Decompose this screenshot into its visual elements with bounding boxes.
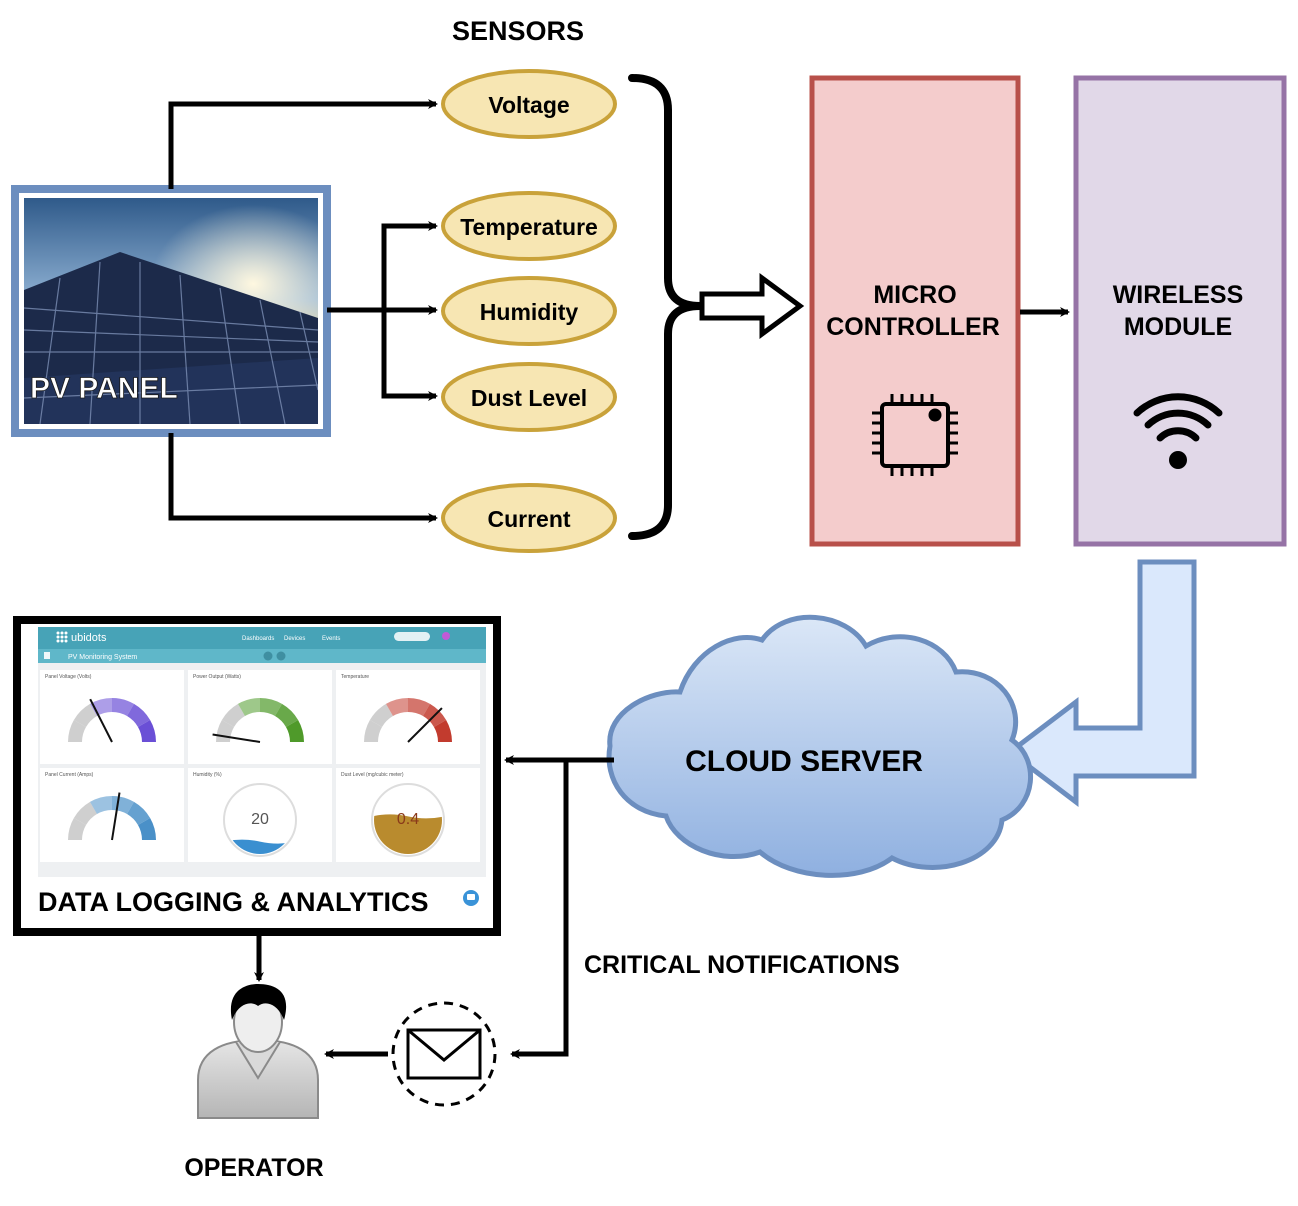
gauge-segment [137, 720, 156, 742]
microcontroller-block: MICRO CONTROLLER [809, 75, 1021, 547]
dashboard-nav-dashboards[interactable]: Dashboards [242, 636, 274, 642]
dashboard-widget: Panel Current (Amps) [40, 768, 184, 862]
dashboard-subheader [38, 649, 486, 663]
sensor-humidity: Humidity [441, 276, 617, 346]
widget-title: Temperature [341, 674, 369, 680]
gauge-segment [386, 698, 408, 717]
operator-person-icon [197, 984, 319, 1119]
sensors-brace [628, 74, 701, 540]
dashboard-brand: ubidots [71, 632, 107, 644]
sensors-heading: SENSORS [452, 16, 584, 46]
widget-card [40, 670, 184, 764]
gauge-segment [73, 703, 97, 727]
gauge-segment [369, 703, 393, 727]
dashboard-widget: Temperature [336, 670, 480, 764]
gauge-segment [73, 801, 97, 825]
hollow-arrow-to-cloud [1005, 559, 1197, 808]
dashboard-widget: Dust Level (mg/cubic meter) 0.4 [336, 768, 480, 862]
sensor-label: Temperature [460, 214, 598, 240]
pv-panel-label: PV PANEL [30, 372, 178, 405]
gauge-needle [407, 707, 443, 743]
user-avatar-icon[interactable] [442, 632, 450, 640]
widget-card [336, 670, 480, 764]
hollow-arrow-to-microcontroller [699, 273, 805, 339]
dashboard-widget: Humidity (%) 20 [188, 768, 332, 862]
widget-card [188, 670, 332, 764]
dashboard-title: PV Monitoring System [68, 654, 137, 661]
dashboard-nav-events[interactable]: Events [322, 636, 340, 642]
gauge-segment [137, 818, 156, 840]
dashboard-header [38, 627, 486, 649]
dashboard-action-icon[interactable] [263, 651, 273, 661]
sensor-label: Dust Level [471, 385, 587, 411]
gauge-segment [260, 698, 282, 717]
dashboard-nav-devices[interactable]: Devices [284, 636, 305, 642]
gauge-needle [111, 792, 121, 841]
gauge-segment [275, 703, 299, 727]
menu-icon[interactable] [44, 652, 50, 659]
critical-notifications-label: CRITICAL NOTIFICATIONS [584, 951, 900, 979]
widget-title: Panel Current (Amps) [45, 772, 94, 778]
gauge-segment [68, 720, 87, 742]
dashboard-action-icon[interactable] [276, 651, 286, 661]
sensor-label: Current [487, 506, 570, 532]
wireless-module-block: WIRELESS MODULE [1073, 75, 1287, 547]
data-logging-dashboard: ubidots Dashboards Devices Events PV Mon… [13, 616, 501, 936]
pv-to-sensors-connectors [168, 99, 438, 523]
microcontroller-label-line2: CONTROLLER [826, 313, 1000, 341]
widget-title: Dust Level (mg/cubic meter) [341, 772, 404, 778]
widget-title: Humidity (%) [193, 772, 222, 778]
dashboard-caption: DATA LOGGING & ANALYTICS [38, 887, 429, 917]
widget-title: Panel Voltage (Volts) [45, 674, 92, 680]
cloud-server-label: CLOUD SERVER [685, 745, 923, 778]
gauge-segment [238, 698, 260, 717]
cloud-outgoing-connectors [504, 755, 614, 1059]
dashboard-widget: Power Output (Watts) [188, 670, 332, 764]
sensor-label: Humidity [480, 299, 579, 325]
gauge-segment [68, 818, 87, 840]
pv-panel: PV PANEL [11, 185, 331, 437]
envelope-icon [406, 1028, 482, 1080]
gauge-segment [112, 698, 134, 717]
wireless-label-line1: WIRELESS [1113, 281, 1244, 309]
tank-fill [374, 814, 442, 854]
dashboard-widget: Panel Voltage (Volts) [40, 670, 184, 764]
sensor-current: Current [441, 483, 617, 553]
chip-icon [872, 394, 958, 476]
gauge-needle [89, 698, 113, 743]
cloud-server: CLOUD SERVER [606, 614, 1034, 878]
gauge-segment [221, 703, 245, 727]
sensor-voltage: Voltage [441, 69, 617, 139]
tank-outline [223, 783, 297, 857]
gauge-segment [127, 801, 151, 825]
gauge-segment [364, 720, 383, 742]
dashboard-widgets: Panel Voltage (Volts) Power Output (Watts… [40, 670, 480, 862]
gauge-segment [285, 720, 304, 742]
sensor-label: Voltage [488, 92, 569, 118]
microcontroller-label-line1: MICRO [873, 281, 956, 309]
solar-panel-image [24, 198, 318, 424]
sensor-temperature: Temperature [441, 191, 617, 261]
tank-value: 20 [251, 811, 269, 828]
operator-label: OPERATOR [184, 1154, 323, 1182]
tank-value: 0.4 [397, 811, 419, 828]
gauge-segment [408, 698, 430, 717]
gauge-segment [433, 720, 452, 742]
gauge-needle [212, 733, 261, 743]
widget-card [40, 768, 184, 862]
sensor-dust-level: Dust Level [441, 362, 617, 432]
dashboard-header-button[interactable] [394, 632, 430, 641]
wifi-icon [1133, 393, 1223, 469]
gauge-segment [90, 796, 112, 815]
gauge-segment [127, 703, 151, 727]
notification-message [391, 1001, 497, 1107]
widget-title: Power Output (Watts) [193, 674, 241, 680]
ubidots-logo-icon [56, 631, 68, 643]
wireless-label-line2: MODULE [1124, 313, 1232, 341]
